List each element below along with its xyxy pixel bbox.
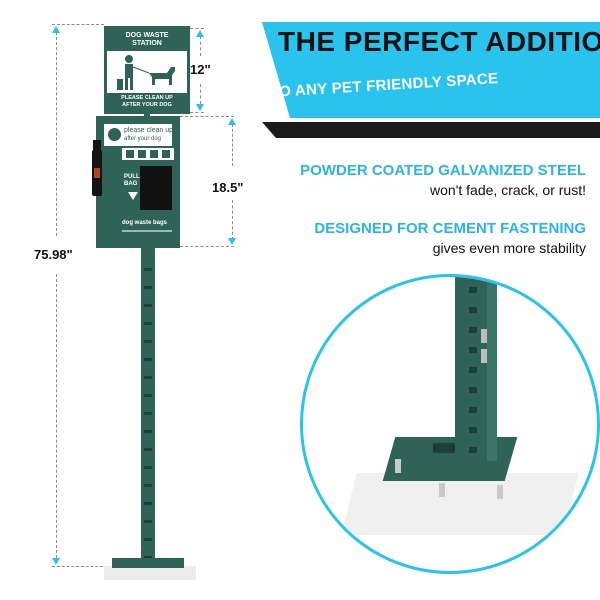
dim-dispenser-line-lower bbox=[232, 200, 233, 240]
dim-sign-top-line bbox=[190, 28, 204, 29]
dim-sign-label: 12" bbox=[190, 62, 211, 77]
sign-post-connector bbox=[144, 112, 150, 118]
dispenser-header-line2: after your dog bbox=[124, 136, 162, 142]
dispenser-footer-title: dog waste bags bbox=[122, 220, 168, 226]
detail-anchor-bolt-1 bbox=[395, 459, 401, 473]
dispenser-pictograms bbox=[122, 148, 174, 160]
headline-title: THE PERFECT ADDITION bbox=[278, 26, 600, 57]
detail-pole-side bbox=[487, 277, 497, 461]
dim-total-line-lower bbox=[56, 274, 57, 558]
dispenser-header-line1: please clean up bbox=[124, 127, 174, 134]
sign-title: DOG WASTE STATION bbox=[107, 29, 187, 51]
dim-dispenser-arrow-up-icon bbox=[228, 118, 236, 125]
sign-footer: PLEASE CLEAN UP AFTER YOUR DOG bbox=[107, 93, 187, 111]
bag-slot bbox=[140, 166, 172, 210]
base-detail-circle bbox=[300, 274, 600, 574]
feature-2-title: DESIGNED FOR CEMENT FASTENING bbox=[314, 220, 586, 237]
pole-holes bbox=[144, 258, 152, 558]
feature-2-subtitle: gives even more stability bbox=[432, 240, 586, 256]
dim-sign-line-lower bbox=[200, 84, 201, 104]
detail-concrete-pad bbox=[341, 473, 579, 535]
dim-dispenser-arrow-down-icon bbox=[228, 238, 236, 245]
dim-total-top-line bbox=[52, 24, 104, 25]
detail-anchor-bolt-3 bbox=[497, 485, 503, 499]
concrete-pad bbox=[104, 566, 196, 580]
dim-total-line-upper bbox=[56, 32, 57, 236]
spray-bottle-label bbox=[94, 168, 100, 178]
dim-dispenser-line-upper bbox=[232, 124, 233, 166]
dispenser-header: please clean up after your dog bbox=[104, 124, 174, 146]
headline-stripe bbox=[262, 122, 600, 138]
bag-dispenser: please clean up after your dog PULL BAG … bbox=[96, 116, 180, 248]
dim-total-arrow-down-icon bbox=[52, 558, 60, 565]
pictogram-1-icon bbox=[126, 150, 134, 158]
detail-pole-holes bbox=[469, 287, 477, 457]
dispenser-fine-print bbox=[122, 230, 172, 232]
dog-walker-icon bbox=[117, 55, 175, 90]
dim-sign-line-upper bbox=[200, 36, 201, 56]
pull-arrow-icon bbox=[128, 192, 138, 200]
pictogram-2-icon bbox=[138, 150, 146, 158]
feature-1-title: POWDER COATED GALVANIZED STEEL bbox=[300, 162, 586, 179]
dim-dispenser-label: 18.5" bbox=[212, 180, 244, 195]
detail-bolt-2 bbox=[481, 349, 487, 363]
sign-footer-line1: PLEASE CLEAN UP bbox=[121, 95, 173, 101]
feature-1-subtitle: won't fade, crack, or rust! bbox=[430, 182, 586, 198]
waste-station-sign: DOG WASTE STATION PLEASE CLEAN UP AFTER … bbox=[104, 26, 190, 114]
sign-title-line2: STATION bbox=[132, 40, 162, 47]
pictogram-3-icon bbox=[150, 150, 158, 158]
dim-sign-arrow-up-icon bbox=[196, 30, 204, 37]
dim-dispenser-bottom-line bbox=[180, 246, 234, 247]
detail-bolt-1 bbox=[481, 329, 487, 343]
spray-nozzle bbox=[93, 140, 101, 152]
dim-total-arrow-up-icon bbox=[52, 26, 60, 33]
dim-dispenser-top-line bbox=[180, 116, 234, 117]
detail-anchor-bolt-2 bbox=[439, 483, 445, 497]
dim-sign-arrow-down-icon bbox=[196, 104, 204, 111]
sign-title-line1: DOG WASTE bbox=[125, 32, 169, 39]
paw-icon bbox=[108, 128, 121, 141]
headline-banner bbox=[262, 22, 600, 118]
pull-bag-label: PULL BAG bbox=[124, 174, 140, 187]
station-base-plate bbox=[112, 558, 184, 568]
dim-total-label: 75.98" bbox=[34, 247, 73, 262]
dim-sign-bottom-line bbox=[190, 112, 204, 113]
pictogram-4-icon bbox=[162, 150, 170, 158]
dim-total-bottom-line bbox=[52, 566, 108, 567]
sign-footer-line2: AFTER YOUR DOG bbox=[122, 102, 172, 108]
